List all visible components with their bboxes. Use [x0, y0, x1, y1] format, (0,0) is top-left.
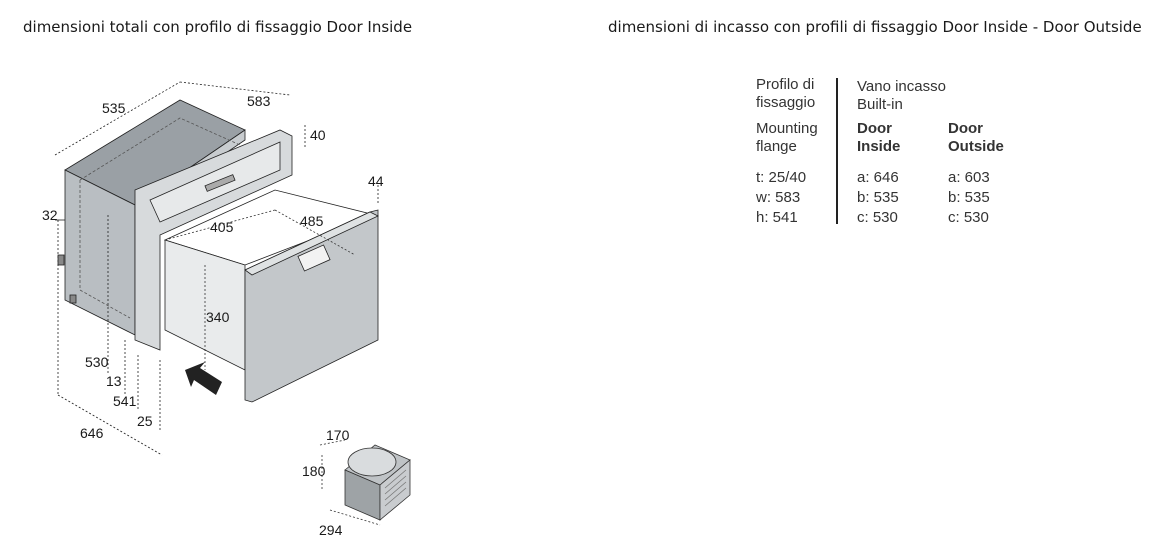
dim-h13: 13	[106, 373, 122, 389]
table-row: a: 646	[857, 169, 899, 186]
builtin-title: Vano incasso Built-in	[857, 78, 946, 114]
table-row: c: 530	[948, 209, 989, 226]
dim-unit-w: 170	[326, 427, 350, 443]
dim-inner-d: 485	[300, 213, 324, 229]
drawer-fridge-drawing: 535 583 40 44 32 405 485 340 530 13 541 …	[42, 81, 411, 538]
table-row: b: 535	[857, 189, 899, 206]
dim-unit-d: 294	[319, 522, 343, 538]
table-text: Door	[857, 120, 892, 137]
dim-flange-h: 40	[310, 127, 326, 143]
dim-h530: 530	[85, 354, 109, 370]
door-outside-values: a: 603 b: 535 c: 530	[948, 168, 990, 228]
dim-flange-t: 44	[368, 173, 384, 189]
table-text: flange	[756, 138, 797, 155]
table-row: h: 541	[756, 209, 798, 226]
mounting-values: t: 25/40 w: 583 h: 541	[756, 168, 806, 228]
dim-depth-top: 583	[247, 93, 271, 109]
dim-inner-h: 340	[206, 309, 230, 325]
table-text: Built-in	[857, 96, 903, 113]
dim-inner-w: 405	[210, 219, 234, 235]
door-outside-head: Door Outside	[948, 120, 1004, 156]
table-text: Mounting	[756, 120, 818, 137]
compressor-unit-drawing	[319, 439, 411, 526]
left-heading: dimensioni totali con profilo di fissagg…	[23, 18, 413, 36]
insert-arrow-icon	[185, 362, 222, 395]
dim-d646: 646	[80, 425, 104, 441]
table-text: Door	[948, 120, 983, 137]
dim-unit-h: 180	[302, 463, 326, 479]
table-divider	[836, 78, 838, 224]
mounting-title-it: Profilo di fissaggio	[756, 76, 815, 112]
dim-width-top: 535	[102, 100, 126, 116]
table-row: c: 530	[857, 209, 898, 226]
door-inside-head: Door Inside	[857, 120, 900, 156]
table-text: Inside	[857, 138, 901, 155]
dim-side-offset: 32	[42, 207, 58, 223]
dim-h541: 541	[113, 393, 137, 409]
door-inside-values: a: 646 b: 535 c: 530	[857, 168, 899, 228]
table-row: w: 583	[756, 189, 801, 206]
table-row: t: 25/40	[756, 169, 807, 186]
dim-h25: 25	[137, 413, 153, 429]
table-text: Vano incasso	[857, 78, 946, 95]
table-text: fissaggio	[756, 94, 816, 111]
table-row: a: 603	[948, 169, 990, 186]
table-text: Profilo di	[756, 76, 815, 93]
table-row: b: 535	[948, 189, 990, 206]
table-text: Outside	[948, 138, 1004, 155]
right-heading: dimensioni di incasso con profili di fis…	[608, 18, 1142, 36]
mounting-title-en: Mounting flange	[756, 120, 818, 156]
